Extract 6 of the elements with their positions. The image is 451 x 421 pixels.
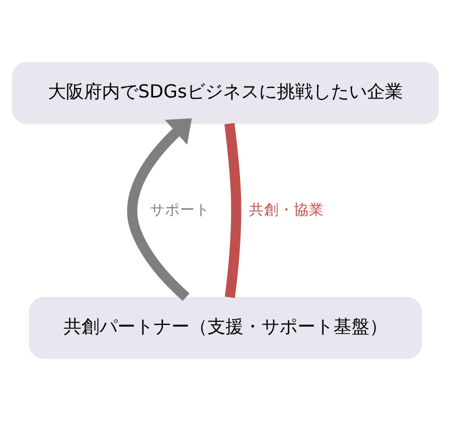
connector — [224, 122, 242, 298]
node-box: 共創パートナー（支援・サポート基盤） — [28, 296, 422, 360]
arrow — [127, 118, 192, 301]
edge-label: 共創・協業 — [249, 201, 324, 218]
edge-label: サポート — [150, 201, 210, 218]
node-box: 大阪府内でSDGsビジネスに挑戦したい企業 — [12, 62, 439, 124]
